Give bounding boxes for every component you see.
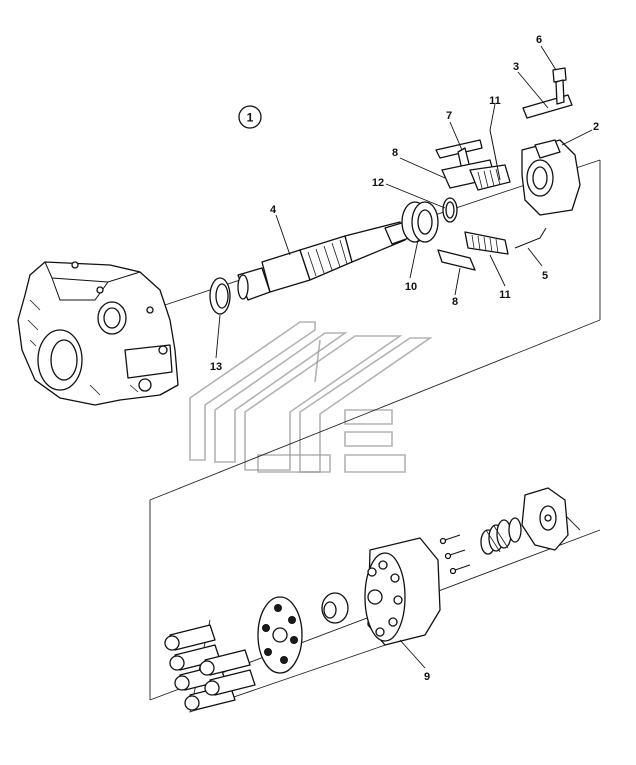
screw-6 bbox=[552, 67, 567, 105]
spherical-bushing bbox=[321, 592, 349, 624]
callout-8-lower: 8 bbox=[452, 296, 458, 308]
bearing-10 bbox=[401, 201, 439, 243]
retaining-ring-13 bbox=[209, 277, 231, 315]
callout-10: 10 bbox=[405, 281, 417, 293]
cylinder-block bbox=[364, 537, 441, 646]
callout-labels: 2 3 4 5 6 7 8 8 9 10 11 11 12 13 bbox=[210, 34, 599, 683]
watermark-logo bbox=[189, 321, 433, 473]
valve-plate bbox=[521, 487, 569, 551]
callout-12: 12 bbox=[372, 177, 384, 189]
bearing-shell-lower bbox=[437, 231, 509, 271]
callout-4: 4 bbox=[270, 204, 277, 216]
callout-3: 3 bbox=[513, 61, 519, 73]
reference-marker-label: 1 bbox=[247, 111, 254, 125]
drive-shaft-4 bbox=[237, 221, 410, 301]
callout-6: 6 bbox=[536, 34, 542, 46]
callout-8-upper: 8 bbox=[392, 147, 398, 159]
piston-set bbox=[164, 624, 256, 711]
spring-pins bbox=[439, 534, 471, 575]
callout-7: 7 bbox=[446, 110, 452, 122]
spring-assembly bbox=[480, 517, 522, 555]
callout-13: 13 bbox=[210, 361, 222, 373]
callout-9: 9 bbox=[424, 671, 430, 683]
callout-5: 5 bbox=[542, 270, 548, 282]
pin-5 bbox=[514, 227, 547, 249]
leader-lines bbox=[215, 45, 593, 669]
reference-marker: 1 bbox=[238, 105, 262, 129]
plate-3 bbox=[522, 94, 573, 119]
bearing-shell-upper bbox=[435, 129, 511, 191]
callout-11-lower: 11 bbox=[499, 289, 511, 301]
pump-housing bbox=[17, 261, 179, 406]
callout-11-upper: 11 bbox=[489, 95, 501, 107]
retainer-plate bbox=[257, 596, 303, 674]
callout-2: 2 bbox=[593, 121, 599, 133]
swash-block-2 bbox=[521, 139, 581, 216]
snap-ring-12 bbox=[442, 197, 458, 223]
